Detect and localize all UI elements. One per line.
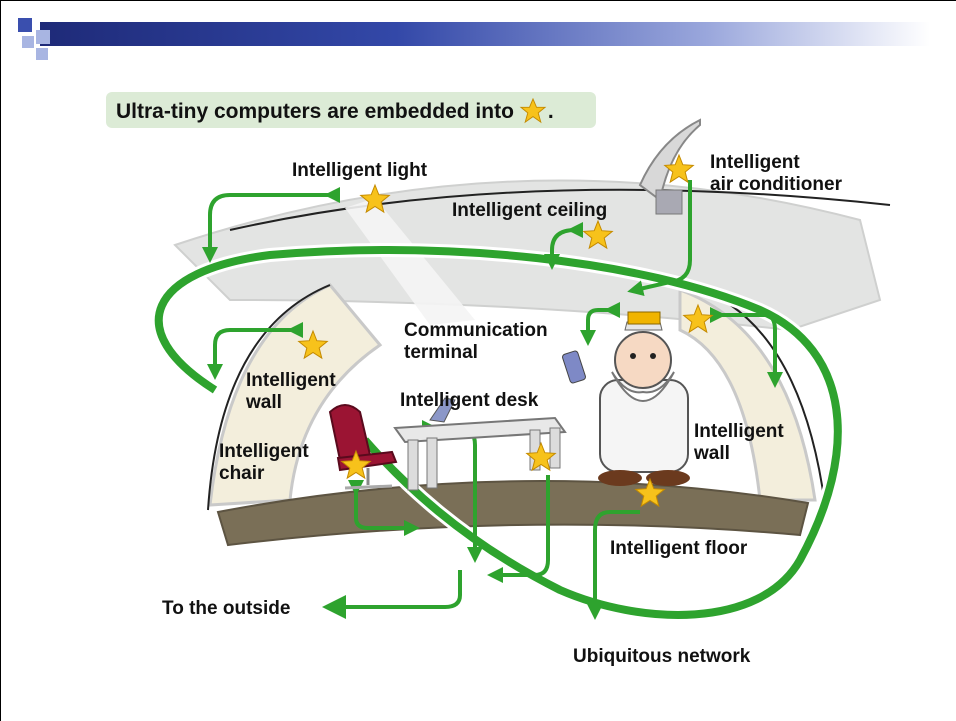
label-intelligent-wall-right: Intelligent wall [694, 421, 784, 464]
header-square-2 [36, 30, 50, 44]
star-air-conditioner-icon [663, 153, 695, 184]
label-intelligent-floor: Intelligent floor [610, 538, 748, 559]
header-square-4 [36, 48, 48, 60]
label-to-the-outside: To the outside [162, 598, 291, 619]
link-right-wall [710, 307, 783, 388]
link-desk-leg [487, 475, 550, 583]
title-banner [106, 92, 596, 128]
link-light [202, 187, 340, 263]
star-icon [519, 97, 547, 124]
label-intelligent-light: Intelligent light [292, 160, 428, 181]
label-intelligent-air-conditioner: Intelligent air conditioner [710, 152, 842, 195]
professor-figure [562, 311, 690, 486]
star-left-wall-icon [297, 329, 329, 360]
link-left-wall [207, 322, 303, 380]
star-ceiling-icon [582, 219, 614, 250]
title-text: Ultra-tiny computers are embedded into. [116, 97, 554, 124]
label-intelligent-wall-left: Intelligent wall [246, 370, 336, 413]
label-intelligent-ceiling: Intelligent ceiling [452, 200, 608, 221]
link-ac [627, 180, 692, 297]
label-intelligent-desk: Intelligent desk [400, 390, 539, 411]
header-square-3 [22, 36, 34, 48]
star-chair-icon [340, 449, 372, 480]
link-terminal [580, 302, 620, 346]
header-gradient-bar [40, 22, 930, 46]
star-terminal-icon [682, 303, 714, 334]
slide-border-left [0, 0, 1, 721]
link-outside [330, 570, 462, 615]
star-desk-icon [525, 441, 557, 472]
star-light-icon [359, 183, 391, 214]
header-square-1 [18, 18, 32, 32]
label-ubiquitous-network: Ubiquitous network [573, 646, 751, 667]
ac-arch [638, 118, 701, 202]
star-floor-icon [634, 477, 666, 508]
label-intelligent-chair: Intelligent chair [219, 441, 309, 484]
link-ceiling [544, 221, 584, 270]
ac-unit [655, 189, 683, 215]
label-communication-terminal: Communication terminal [404, 320, 548, 363]
intelligent-desk [393, 397, 567, 491]
light-beam [345, 198, 475, 325]
outside-arrowhead [322, 595, 346, 619]
title-label: Ultra-tiny computers are embedded into [116, 100, 514, 123]
floor [216, 480, 810, 547]
title-suffix: . [547, 100, 554, 123]
link-chair [348, 480, 420, 536]
link-floor [587, 510, 640, 620]
slide-border-top [0, 0, 956, 1]
